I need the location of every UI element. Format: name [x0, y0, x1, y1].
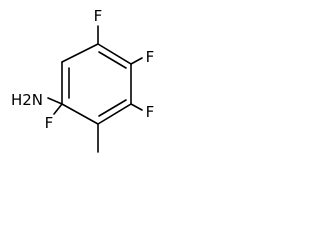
bond-c1-c2 [61, 43, 99, 63]
bond-c3-f-right-upper [130, 57, 143, 65]
bond-c5-c6 [61, 103, 99, 125]
bond-c2-c3-inner [98, 51, 127, 69]
bond-c4-f-right-lower [130, 103, 143, 111]
atom-nh2-label: H2N [11, 91, 43, 109]
bond-c4-c5-inner [98, 99, 127, 117]
bond-c6-nh2 [47, 97, 63, 105]
bond-c4-c5 [97, 103, 132, 125]
atom-f-right-lower: F [146, 103, 155, 121]
bond-c2-c3 [97, 43, 132, 65]
atom-f-top: F [94, 7, 103, 25]
atom-f-left: F [45, 114, 54, 132]
molecule-canvas: F F F H2N F [0, 0, 172, 171]
atom-f-right-upper: F [146, 48, 155, 66]
structure-diagram: F F F H2N F [11, 7, 155, 153]
bond-c6-f-left [53, 103, 63, 115]
